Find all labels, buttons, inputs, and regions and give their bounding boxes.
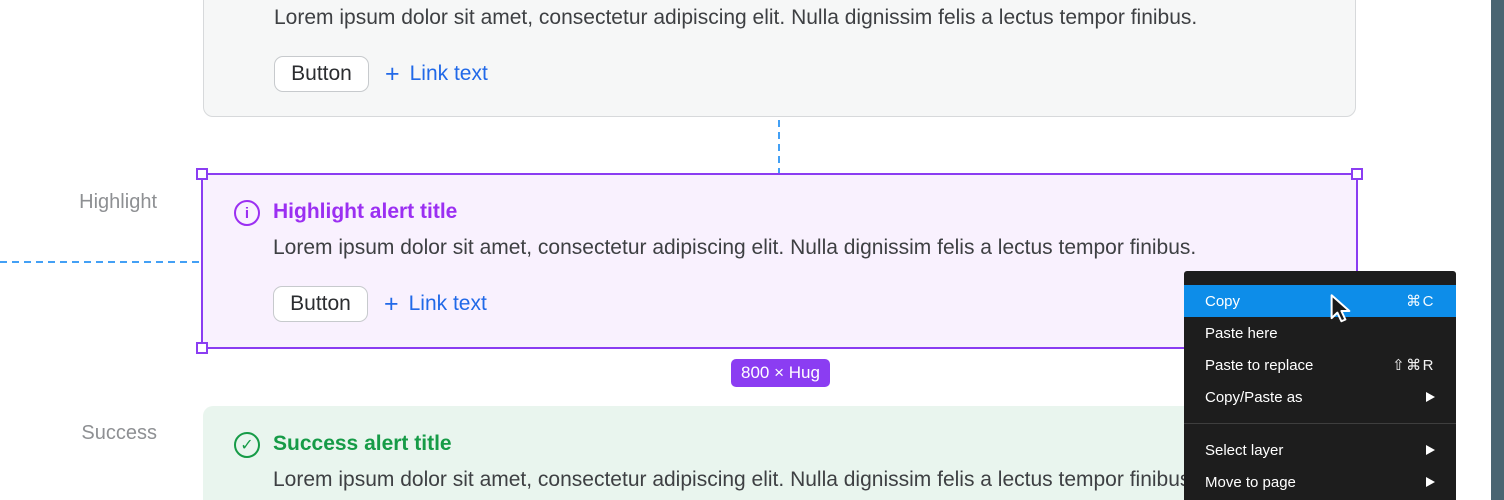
selection-size-badge: 800 × Hug xyxy=(731,359,830,387)
menu-item-paste-here[interactable]: Paste here xyxy=(1184,317,1456,349)
submenu-arrow-icon xyxy=(1426,477,1435,487)
check-icon-glyph: ✓ xyxy=(240,437,254,454)
alert-button[interactable]: Button xyxy=(273,286,368,322)
menu-item-select-layer[interactable]: Select layer xyxy=(1184,434,1456,466)
alert-body-text: Lorem ipsum dolor sit amet, consectetur … xyxy=(273,468,1197,491)
menu-item-label: Paste here xyxy=(1205,324,1278,342)
plus-icon: + xyxy=(385,59,400,88)
link-label: Link text xyxy=(409,62,488,85)
menu-item-copy[interactable]: Copy ⌘C xyxy=(1184,285,1456,317)
default-alert-card[interactable]: Lorem ipsum dolor sit amet, consectetur … xyxy=(203,0,1356,117)
alert-link[interactable]: + Link text xyxy=(384,286,487,322)
highlight-alert-card[interactable]: i Highlight alert title Lorem ipsum dolo… xyxy=(203,174,1356,348)
plus-icon: + xyxy=(384,289,399,318)
check-circle-icon: ✓ xyxy=(234,432,260,458)
menu-item-paste-to-replace[interactable]: Paste to replace ⇧⌘R xyxy=(1184,349,1456,381)
success-row-label[interactable]: Success xyxy=(81,422,157,444)
menu-item-copy-paste-as[interactable]: Copy/Paste as xyxy=(1184,381,1456,413)
link-label: Link text xyxy=(408,292,487,315)
menu-item-move-to-page[interactable]: Move to page xyxy=(1184,466,1456,498)
alert-title: Highlight alert title xyxy=(273,200,458,223)
menu-item-label: Paste to replace xyxy=(1205,356,1314,374)
menu-item-label: Move to page xyxy=(1205,473,1296,491)
highlight-row-label[interactable]: Highlight xyxy=(79,191,157,213)
alert-link[interactable]: + Link text xyxy=(385,56,488,92)
menu-shortcut: ⇧⌘R xyxy=(1392,357,1435,374)
info-icon-glyph: i xyxy=(244,204,250,222)
submenu-arrow-icon xyxy=(1426,445,1435,455)
menu-separator xyxy=(1184,423,1456,424)
alert-body-text: Lorem ipsum dolor sit amet, consectetur … xyxy=(274,6,1198,29)
alert-body-text: Lorem ipsum dolor sit amet, consectetur … xyxy=(273,236,1197,259)
alert-button[interactable]: Button xyxy=(274,56,369,92)
menu-item-label: Copy/Paste as xyxy=(1205,388,1303,406)
submenu-arrow-icon xyxy=(1426,392,1435,402)
success-alert-card[interactable]: ✓ Success alert title Lorem ipsum dolor … xyxy=(203,406,1356,500)
menu-shortcut: ⌘C xyxy=(1406,293,1435,310)
context-menu: Copy ⌘C Paste here Paste to replace ⇧⌘R … xyxy=(1184,271,1456,500)
horizontal-alignment-guide xyxy=(0,261,202,263)
menu-item-label: Select layer xyxy=(1205,441,1284,459)
window-edge-strip xyxy=(1491,0,1504,500)
alert-title: Success alert title xyxy=(273,432,452,455)
menu-item-label: Copy xyxy=(1205,292,1241,310)
info-icon: i xyxy=(234,200,260,226)
